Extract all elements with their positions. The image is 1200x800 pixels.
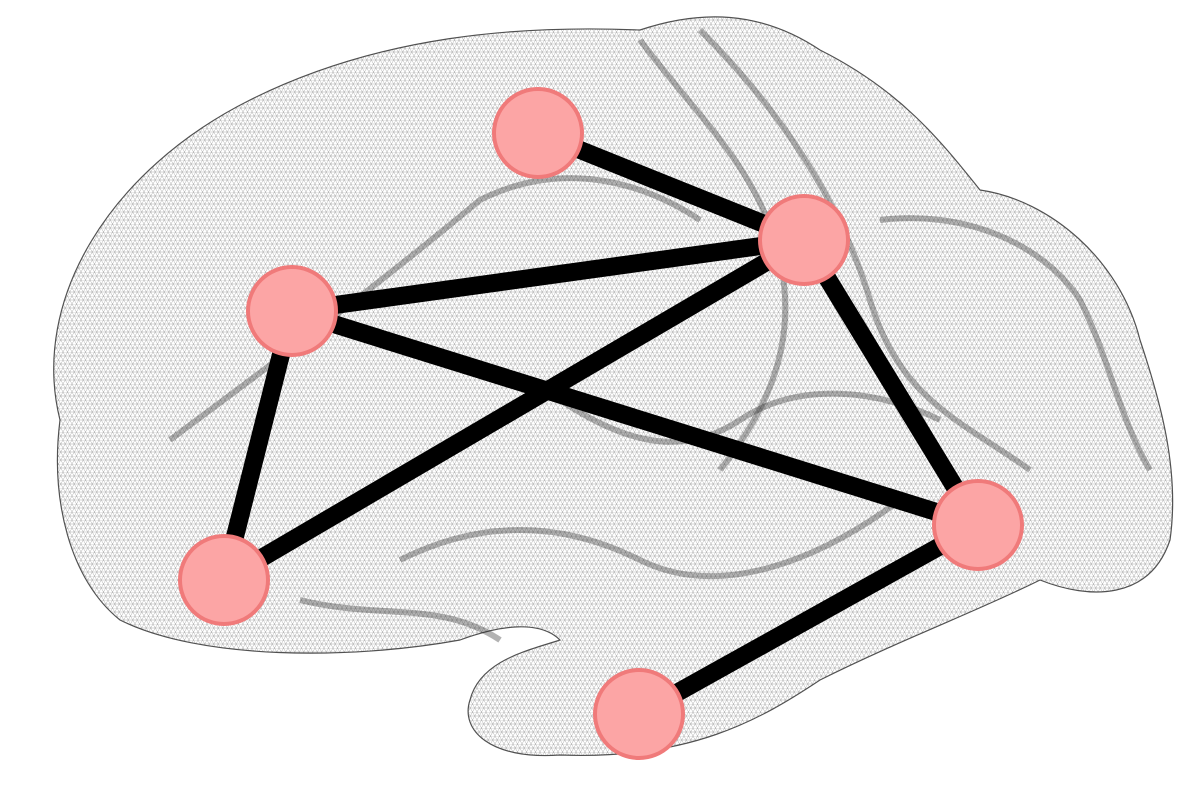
brain-outline xyxy=(53,16,1174,757)
node-n4 xyxy=(178,534,270,626)
edge-n2-n5 xyxy=(796,235,986,530)
node-n1 xyxy=(492,87,584,179)
edge-n4-n2 xyxy=(219,232,809,588)
node-n3 xyxy=(246,265,338,357)
node-n2 xyxy=(758,194,850,286)
edge-n3-n4 xyxy=(215,308,301,583)
edge-n3-n5 xyxy=(289,302,981,534)
edge-n1-n2 xyxy=(534,124,808,249)
nodes xyxy=(178,87,1024,760)
brain-folds xyxy=(168,27,1153,643)
edges xyxy=(215,124,986,722)
brain-mesh xyxy=(53,16,1174,757)
node-n6 xyxy=(593,668,685,760)
edge-n5-n6 xyxy=(634,517,983,722)
edge-n3-n2 xyxy=(290,231,806,320)
node-n5 xyxy=(932,479,1024,571)
